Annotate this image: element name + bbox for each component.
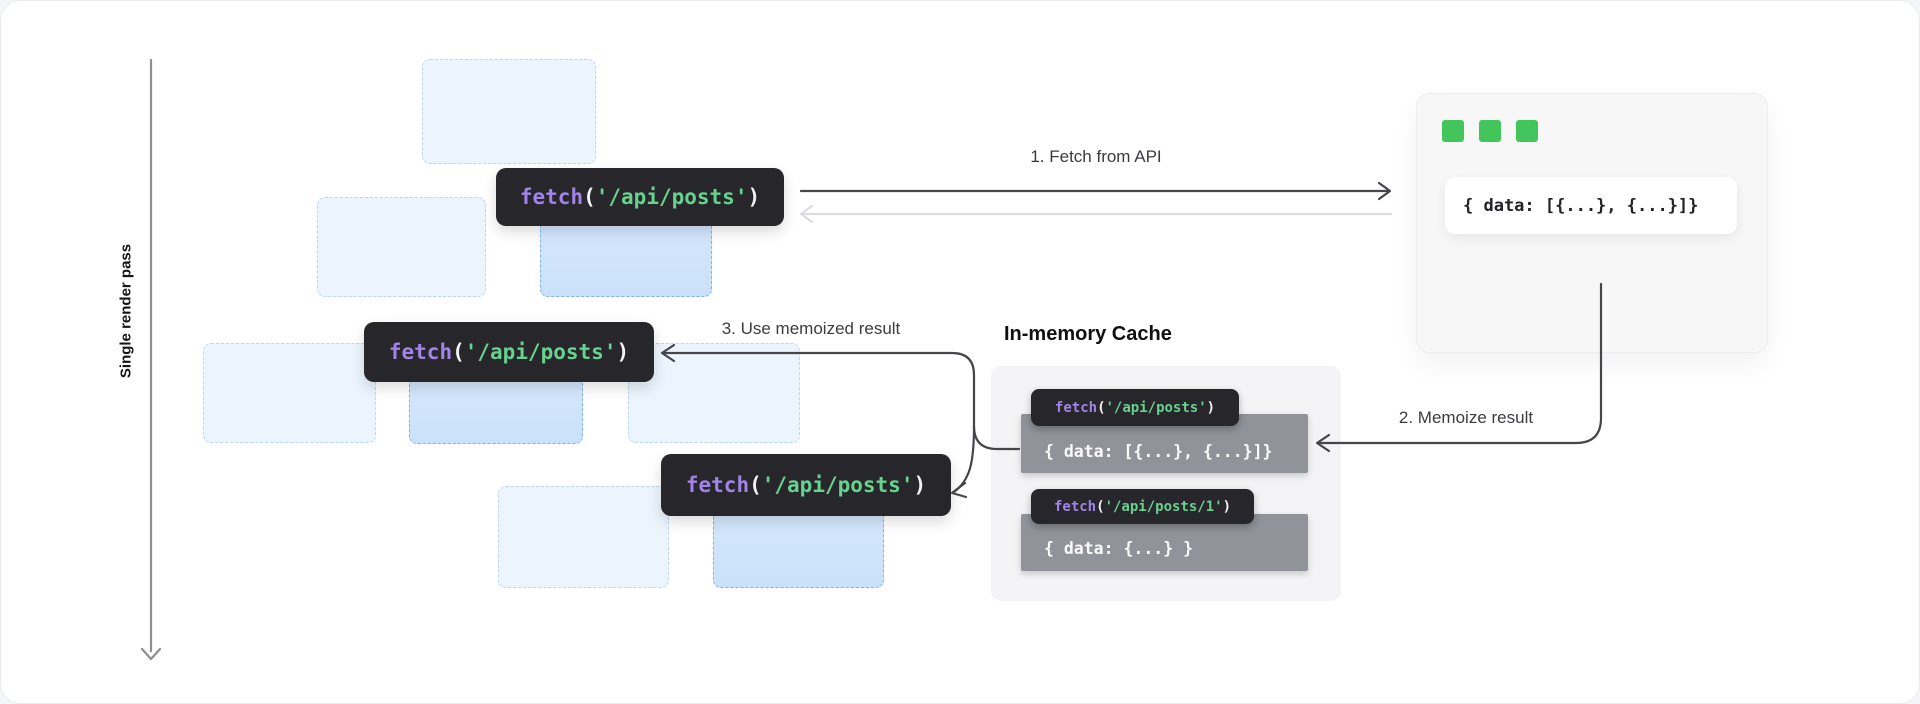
component-placeholder-active [713, 503, 884, 588]
server-status-squares [1442, 120, 1538, 142]
api-server-card: { data: [{...}, {...}]} [1416, 93, 1768, 353]
api-response-payload: { data: [{...}, {...}]} [1445, 177, 1737, 234]
step-1-label: 1. Fetch from API [1030, 147, 1162, 166]
step-2-label: 2. Memoize result [1398, 408, 1534, 427]
server-square-icon [1516, 120, 1538, 142]
fetch-call-block-3: fetch('/api/posts') [661, 454, 951, 516]
code-token-fn: fetch [388, 340, 453, 364]
code-token-paren: ( [1096, 498, 1105, 515]
api-response-arrow [799, 204, 1393, 224]
code-token-string: '/api/posts' [595, 185, 748, 209]
code-token-string: '/api/posts' [1105, 399, 1207, 416]
code-token-paren: ) [1222, 498, 1232, 515]
component-placeholder [203, 343, 376, 443]
code-token-paren: ( [452, 340, 465, 364]
in-memory-cache-box: fetch('/api/posts') { data: [{...}, {...… [991, 366, 1341, 601]
code-token-paren: ) [747, 185, 761, 209]
code-token-fn: fetch [1054, 399, 1098, 416]
code-token-paren: ) [913, 473, 927, 497]
code-token-string: '/api/posts/1' [1104, 498, 1223, 515]
fetch-call-block-1: fetch('/api/posts') [496, 168, 784, 226]
component-placeholder [317, 197, 486, 297]
code-token-string: '/api/posts' [464, 340, 617, 364]
code-token-paren: ( [749, 473, 762, 497]
code-token-paren: ( [583, 185, 596, 209]
cache-key-fetch-posts: fetch('/api/posts') [1031, 389, 1239, 426]
code-token-string: '/api/posts' [761, 473, 914, 497]
code-token-fn: fetch [1053, 498, 1097, 515]
server-square-icon [1442, 120, 1464, 142]
render-pass-axis-arrow [140, 58, 162, 661]
cache-title: In-memory Cache [1004, 323, 1172, 345]
component-placeholder [422, 59, 596, 164]
cache-key-fetch-post-1: fetch('/api/posts/1') [1031, 489, 1254, 524]
fetch-call-block-2: fetch('/api/posts') [364, 322, 654, 382]
step-3-label: 3. Use memoized result [721, 319, 901, 338]
render-pass-axis-label: Single render pass [117, 243, 135, 379]
component-placeholder [498, 486, 669, 588]
server-square-icon [1479, 120, 1501, 142]
fetch-request-arrow [799, 181, 1392, 201]
code-token-fn: fetch [685, 473, 750, 497]
code-token-paren: ) [1206, 399, 1216, 416]
component-placeholder-active [409, 371, 583, 444]
code-token-paren: ) [616, 340, 630, 364]
code-token-paren: ( [1097, 399, 1106, 416]
code-token-fn: fetch [519, 185, 584, 209]
